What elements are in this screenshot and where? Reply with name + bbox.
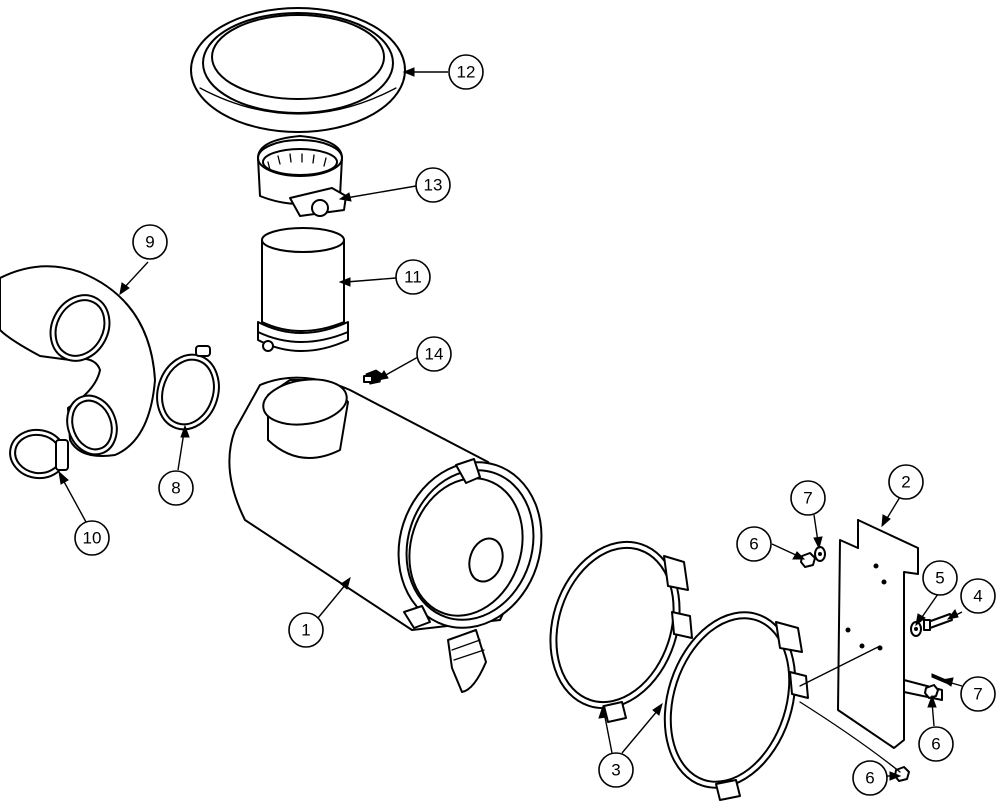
callout-3: 3 [598,752,634,788]
nut-part-6-upper [800,552,816,568]
mounting-bracket-part [837,519,943,749]
cover-cap-part [190,7,406,133]
bolt-part [923,613,953,631]
callout-14: 14 [416,336,452,372]
svg-text:1: 1 [301,621,310,640]
svg-text:7: 7 [803,489,812,508]
callout-7-upper: 7 [790,480,826,516]
washer-part-5 [910,621,922,637]
callout-9: 9 [132,224,168,260]
band-clamp-part [257,135,347,217]
filter-element-part [257,227,349,352]
intake-elbow-part [0,265,156,457]
callout-1: 1 [288,612,324,648]
svg-text:10: 10 [83,529,102,548]
svg-text:4: 4 [973,587,982,606]
air-cleaner-housing-part [228,376,543,693]
callout-4: 4 [960,578,996,614]
callout-8: 8 [158,470,194,506]
svg-text:14: 14 [425,345,444,364]
svg-text:3: 3 [611,761,620,780]
svg-text:8: 8 [171,479,180,498]
fitting-part [363,369,383,385]
callout-7-lower: 7 [960,676,996,712]
svg-text:6: 6 [749,535,758,554]
callout-6-upper: 6 [736,526,772,562]
hose-clamp-part-10 [9,428,69,480]
svg-text:6: 6 [865,769,874,788]
callout-10: 10 [74,520,110,556]
nut-part-6-middle [924,684,939,699]
mounting-band-front-part [549,540,693,723]
callout-12: 12 [448,54,484,90]
svg-text:7: 7 [973,685,982,704]
svg-text:12: 12 [457,63,476,82]
svg-text:6: 6 [931,735,940,754]
svg-text:5: 5 [935,569,944,588]
hose-clamp-part-8 [156,345,220,431]
callout-2: 2 [888,464,924,500]
callout-13: 13 [415,167,451,203]
mounting-band-rear-part [663,611,809,801]
svg-text:11: 11 [404,268,422,287]
washer-part-7-upper [814,546,826,562]
leader-lines [58,67,963,781]
callout-11: 11 [395,259,431,295]
svg-text:2: 2 [901,473,910,492]
svg-text:9: 9 [145,233,154,252]
callout-5: 5 [922,560,958,596]
callout-6-lower: 6 [852,760,888,796]
svg-text:13: 13 [424,176,443,195]
callout-6-middle: 6 [918,726,954,762]
